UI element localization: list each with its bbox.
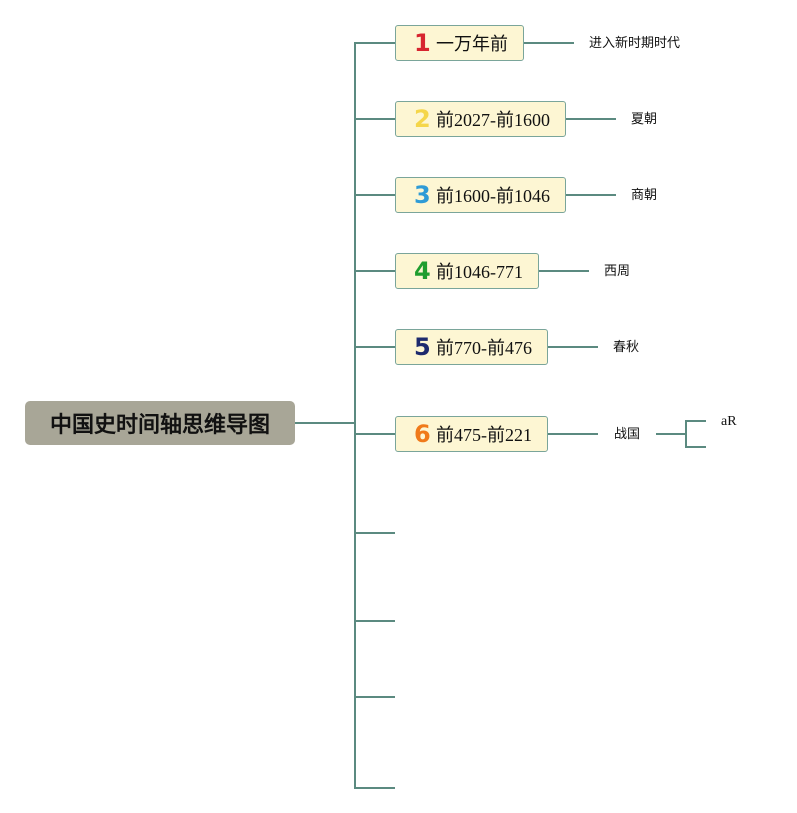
topic-3[interactable]: 3 前1600-前1046 — [395, 177, 566, 213]
topic-1[interactable]: 1 一万年前 — [395, 25, 524, 61]
root-topic[interactable]: 中国史时间轴思维导图 — [25, 401, 295, 445]
topic-4[interactable]: 4 前1046-771 — [395, 253, 539, 289]
root-topic-label: 中国史时间轴思维导图 — [49, 413, 270, 438]
number-4-icon: 4 — [414, 257, 431, 285]
topic-4-label: 前1046-771 — [436, 262, 523, 282]
number-1-icon: 1 — [414, 29, 431, 57]
subtopic-1[interactable]: 进入新时期时代 — [589, 36, 681, 51]
subtopic-2[interactable]: 夏朝 — [631, 112, 658, 127]
topic-2[interactable]: 2 前2027-前1600 — [395, 101, 566, 137]
topic-5-label: 前770-前476 — [436, 338, 532, 358]
topic-6-label: 前475-前221 — [436, 425, 532, 445]
subtopic-4[interactable]: 西周 — [604, 264, 631, 279]
subtopic-6[interactable]: 战国 — [614, 427, 641, 442]
topic-2-label: 前2027-前1600 — [436, 110, 550, 130]
topic-6[interactable]: 6 前475-前221 — [395, 416, 548, 452]
topic-3-label: 前1600-前1046 — [436, 186, 550, 206]
subtopic-6-child[interactable]: aR — [721, 414, 737, 429]
number-3-icon: 3 — [414, 181, 431, 209]
subtopic-5[interactable]: 春秋 — [613, 340, 640, 355]
topic-1-label: 一万年前 — [436, 34, 508, 54]
number-2-icon: 2 — [414, 105, 431, 133]
number-6-icon: 6 — [414, 420, 431, 448]
subtopic-3[interactable]: 商朝 — [631, 188, 658, 203]
topic-5[interactable]: 5 前770-前476 — [395, 329, 548, 365]
number-5-icon: 5 — [414, 333, 431, 361]
